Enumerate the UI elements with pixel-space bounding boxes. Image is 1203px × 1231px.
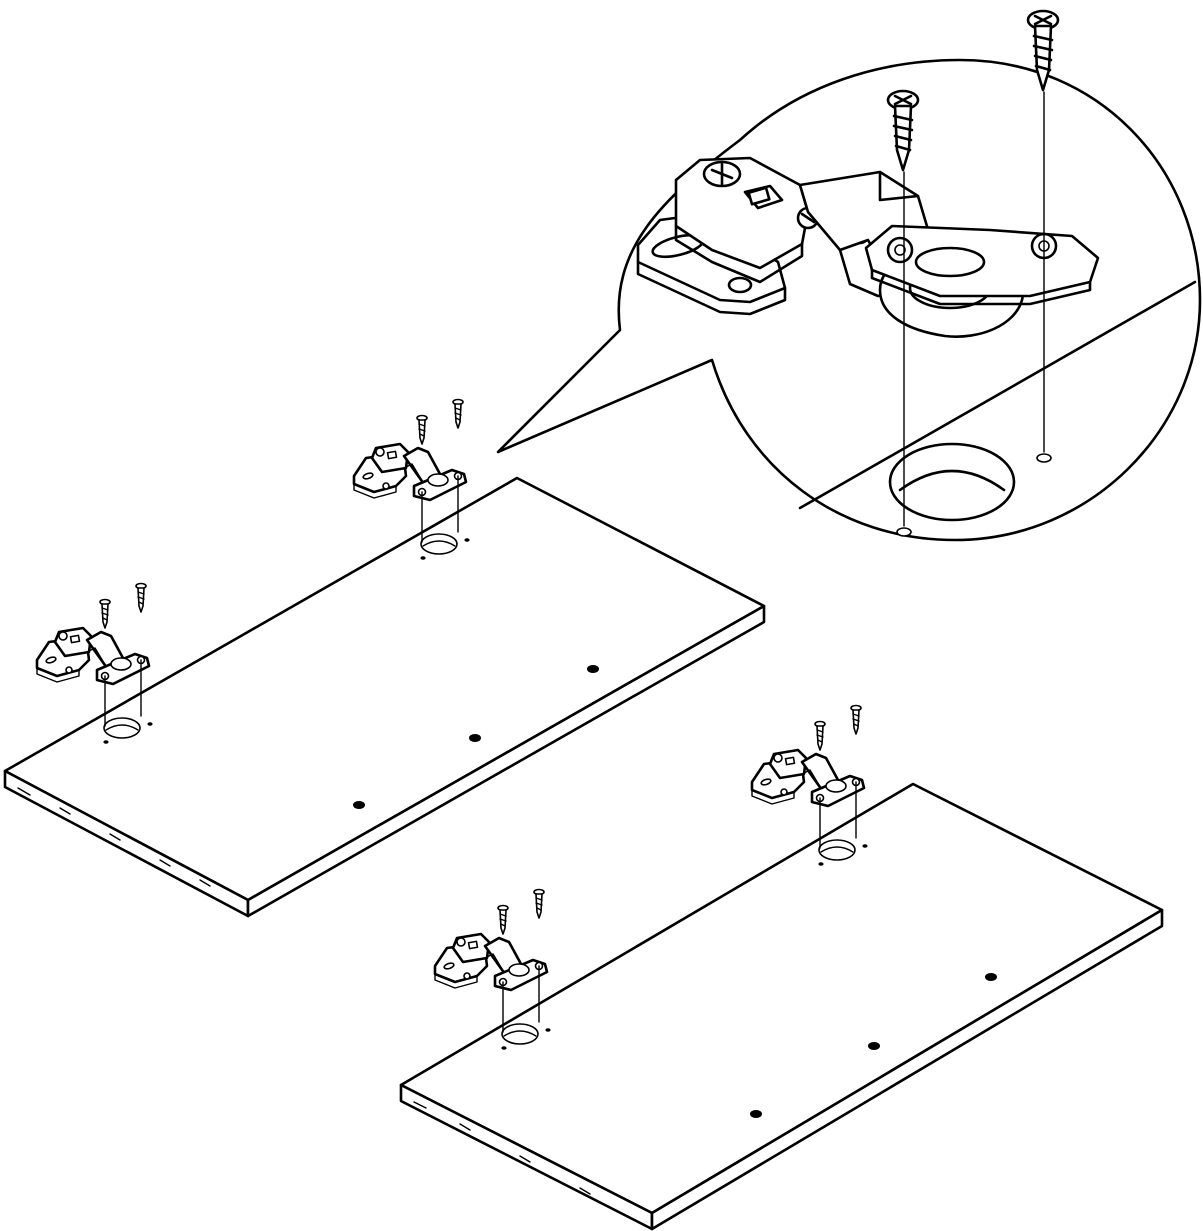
concealed-hinge: [636, 156, 1100, 338]
hinge-detail-callout: [496, 9, 1202, 542]
drill-hole-icon: [1036, 453, 1052, 463]
upper-door-panel: [3, 398, 766, 918]
shelf-pin-hole: [353, 801, 365, 809]
wood-screw: [1026, 9, 1060, 92]
lower-door-panel: [399, 704, 1164, 1231]
shelf-pin-hole: [985, 973, 997, 981]
drill-hole-icon: [896, 527, 912, 537]
drill-hole-icon: [888, 442, 1016, 522]
wood-screw: [886, 89, 920, 172]
shelf-pin-hole: [868, 1042, 880, 1050]
shelf-pin-hole: [469, 734, 481, 742]
magnifier-callout-icon: [496, 58, 1202, 542]
shelf-pin-hole: [750, 1110, 762, 1118]
shelf-pin-hole: [587, 665, 599, 673]
